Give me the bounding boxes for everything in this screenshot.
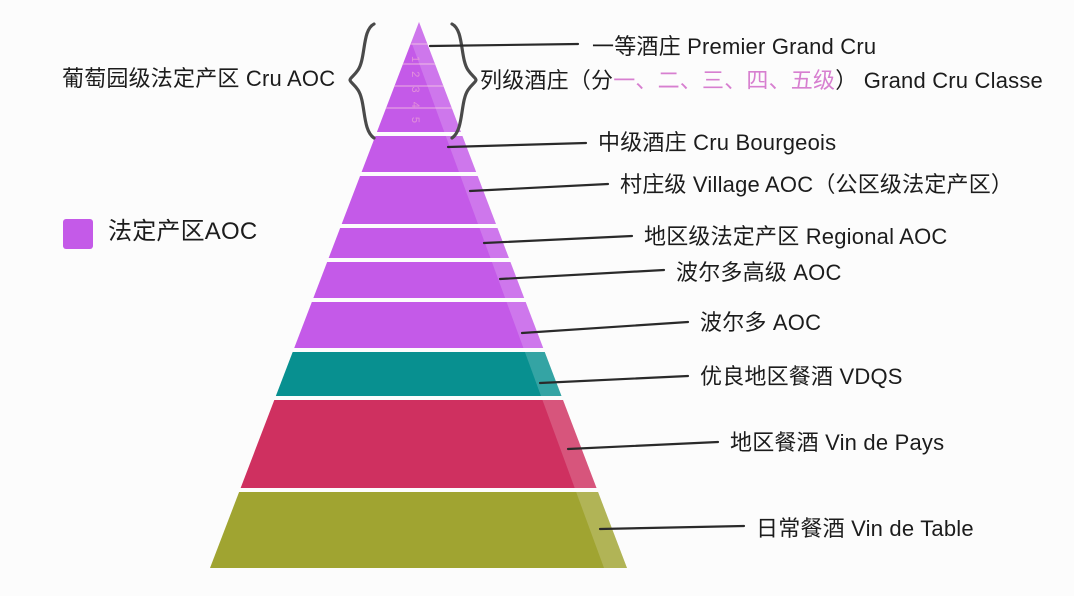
right-brace-icon [450,22,478,140]
grand-cru-classe-prefix: 列级酒庄（分 [480,68,614,93]
band-vin-de-pays [210,400,627,488]
legend-swatch-aoc [63,219,93,249]
label-regional-aoc: 地区级法定产区 Regional AOC [644,224,948,249]
label-bordeaux-superieur-aoc: 波尔多高级 AOC [676,260,842,285]
label-premier-grand-cru: 一等酒庄 Premier Grand Cru [592,34,877,59]
band-vin-de-table [210,492,627,568]
leader-village-aoc [468,182,610,193]
pyramid-bands [210,22,627,568]
label-grand-cru-classe: 列级酒庄（分一、二、三、四、五级） Grand Cru Classe [480,70,1043,92]
label-vdqs: 优良地区餐酒 VDQS [700,364,903,389]
leader-premier-grand-cru [428,42,580,48]
leader-bordeaux-aoc [520,320,690,335]
grand-cru-classe-ranks: 一、二、三、四、五级 [613,68,836,93]
label-village-aoc: 村庄级 Village AOC（公区级法定产区） [620,172,1014,197]
label-bordeaux-aoc: 波尔多 AOC [700,310,822,335]
left-brace-icon [348,22,376,140]
leader-cru-bourgeois [446,141,588,149]
leader-lines [428,42,746,531]
pyramid-right-shade [404,22,627,568]
label-vin-de-table: 日常餐酒 Vin de Table [756,516,974,541]
leader-bordeaux-superieur [498,268,666,281]
label-vin-de-pays: 地区餐酒 Vin de Pays [730,430,945,455]
leader-vin-de-table [598,524,746,531]
leader-regional-aoc [482,234,634,245]
leader-vdqs [538,374,690,385]
apex-subband-numerals: 1 2 3 4 5 [409,56,421,125]
leader-vin-de-pays [566,440,720,451]
left-heading-cru-aoc: 葡萄园级法定产区 Cru AOC [62,66,336,91]
brace-group [348,22,478,140]
legend-label-aoc: 法定产区AOC [108,218,258,245]
grand-cru-classe-suffix: ） Grand Cru Classe [835,68,1043,93]
label-cru-bourgeois: 中级酒庄 Cru Bourgeois [598,130,837,155]
